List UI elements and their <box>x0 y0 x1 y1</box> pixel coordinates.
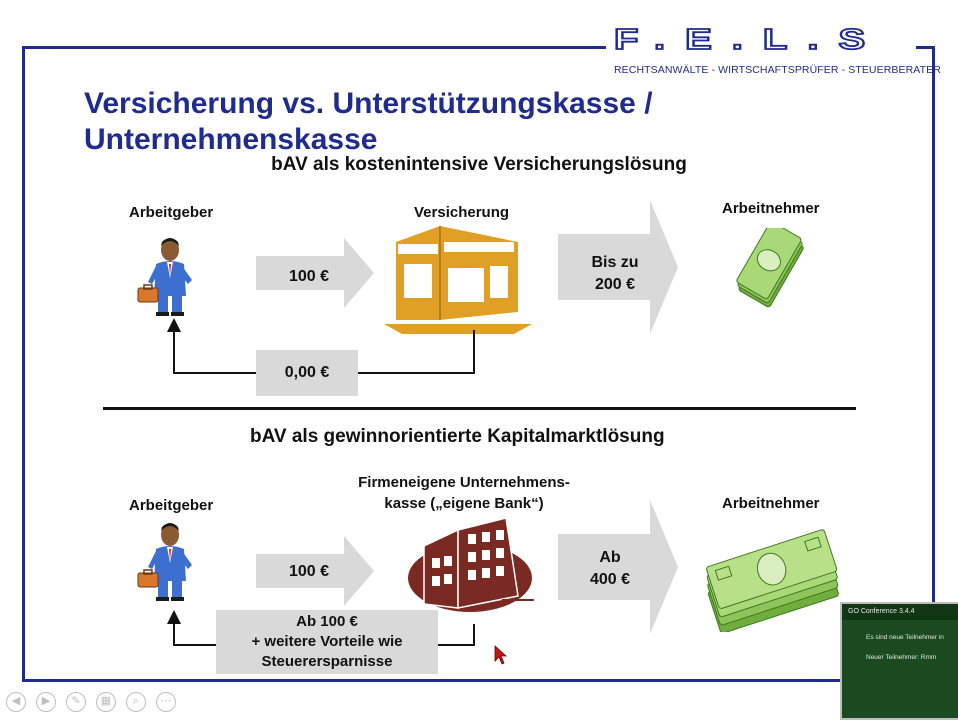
logo-wordmark: F.E.L.S <box>613 23 886 56</box>
arrow-up-icon <box>167 318 181 332</box>
next-slide-button[interactable]: ▶ <box>36 692 56 712</box>
popup-title: GO Conference 3.4.4 <box>842 604 958 620</box>
insurance-building-icon <box>384 226 532 334</box>
section1-payout: Bis zu 200 € <box>558 252 672 296</box>
go-conference-popup[interactable]: GO Conference 3.4.4 Es sind neue Teilneh… <box>840 602 958 720</box>
section2-company-label-line2: kasse („eigene Bank“) <box>384 495 544 512</box>
arrow-up-icon <box>167 610 181 624</box>
section2-return-box: Ab 100 € + weitere Vorteile wie Steuerer… <box>216 610 438 674</box>
section2-return-line2: + weitere Vorteile wie <box>251 633 403 650</box>
section2-payout-line2: 400 € <box>589 571 631 588</box>
section1-insurance-label: Versicherung <box>414 204 510 221</box>
section1-heading: bAV als kostenintensive Versicherungslös… <box>271 154 687 175</box>
contribution-arrow-2 <box>256 536 374 606</box>
section2-payout: Ab 400 € <box>558 547 662 591</box>
section1-employer-label: Arbeitgeber <box>129 204 214 221</box>
more-options-icon[interactable]: ⋯ <box>156 692 176 712</box>
money-stack-icon <box>706 529 839 632</box>
contribution-arrow-1 <box>256 238 374 308</box>
logo-tagline: RECHTSANWÄLTE - WIRTSCHAFTSPRÜFER - STEU… <box>614 64 941 76</box>
pen-tool-icon[interactable]: ✎ <box>66 692 86 712</box>
section2-return-line1: Ab 100 € <box>296 613 358 630</box>
slide-title: Versicherung vs. Unterstützungskasse / U… <box>84 86 804 158</box>
section2-heading: bAV als gewinnorientierte Kapitalmarktlö… <box>250 426 665 447</box>
popup-message-1: Es sind neue Teilnehmer in <box>866 634 944 641</box>
section2-return-line3: Steuerersparnisse <box>261 653 393 670</box>
slide-title-line2: Unternehmenskasse <box>84 123 378 156</box>
section1-return-box: 0,00 € <box>256 350 358 396</box>
zoom-icon[interactable]: ⌕ <box>126 692 146 712</box>
money-icon <box>736 228 804 308</box>
slide-title-line1: Versicherung vs. Unterstützungskasse / <box>84 87 653 120</box>
section2-contribution: 100 € <box>288 563 330 580</box>
section2-company-label-line1: Firmeneigene Unternehmens- <box>358 474 570 491</box>
payout-arrow-2 <box>558 500 678 634</box>
businessman-icon <box>137 238 192 316</box>
section2-company-label: Firmeneigene Unternehmens- kasse („eigen… <box>342 472 586 514</box>
logo <box>606 26 916 84</box>
section1-employee-label: Arbeitnehmer <box>722 200 820 217</box>
section2-employee-label: Arbeitnehmer <box>722 495 820 512</box>
section2-employer-label: Arbeitgeber <box>129 497 214 514</box>
popup-message-2: Neuer Teilnehmer: Rmm <box>866 654 937 661</box>
payout-arrow-1 <box>558 200 678 334</box>
mouse-cursor-icon <box>494 645 508 665</box>
section1-payout-line1: Bis zu <box>591 254 639 271</box>
section1-contribution: 100 € <box>288 268 330 285</box>
slides-overview-icon[interactable]: ▦ <box>96 692 116 712</box>
businessman-icon <box>137 523 192 601</box>
company-building-icon <box>408 517 534 612</box>
section2-payout-line1: Ab <box>599 549 621 566</box>
section1-payout-line2: 200 € <box>594 276 636 293</box>
section-divider <box>103 407 856 410</box>
previous-slide-button[interactable]: ◀ <box>6 692 26 712</box>
